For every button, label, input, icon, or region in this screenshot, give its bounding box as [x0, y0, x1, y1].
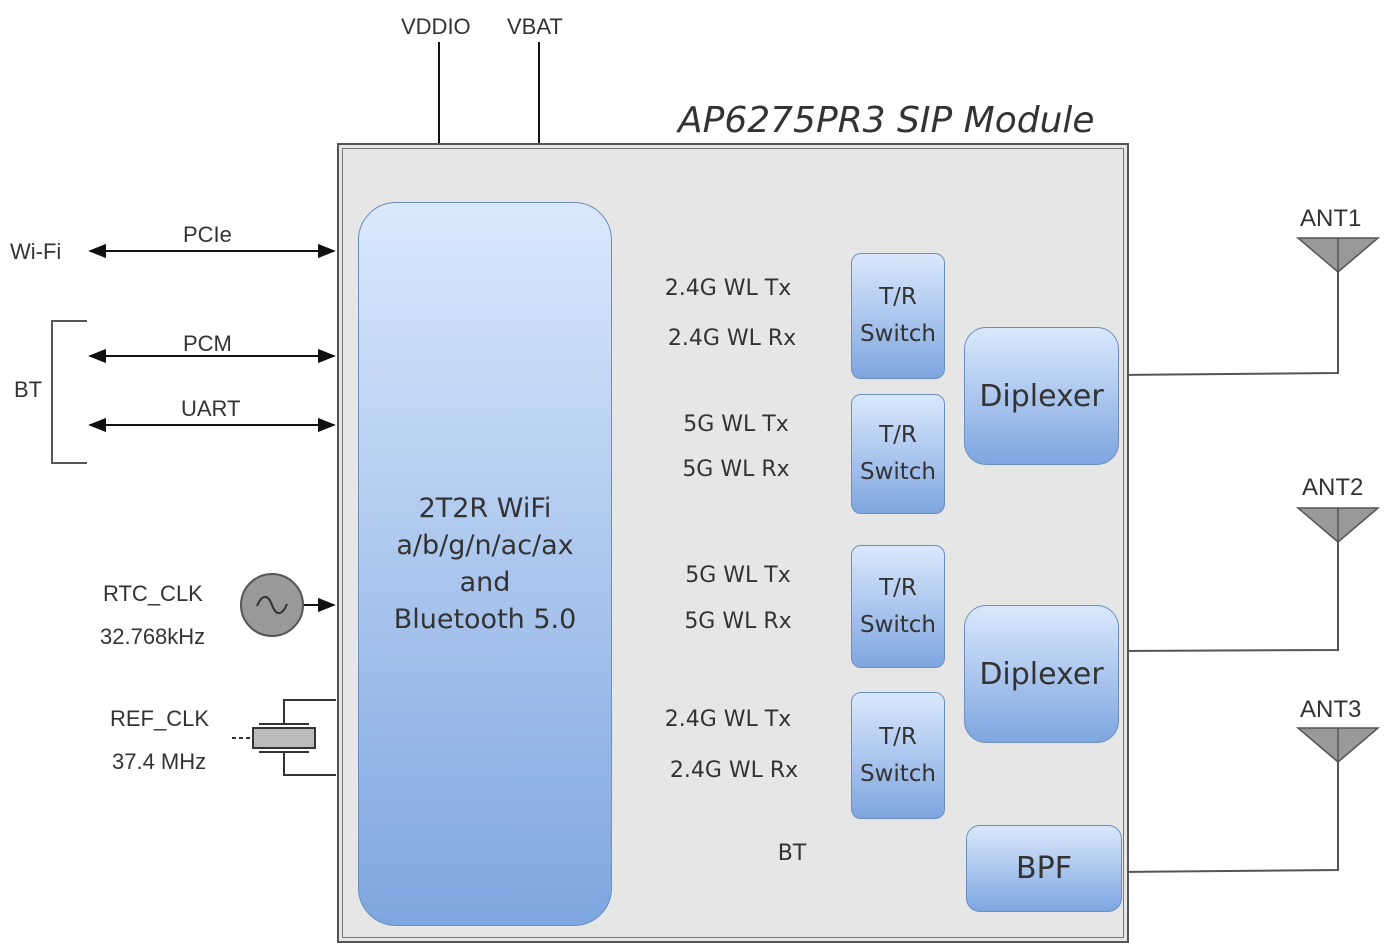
tr-switch-3: T/R Switch — [851, 545, 945, 668]
vbat-label: VBAT — [507, 14, 563, 39]
switch-label-top: T/R — [879, 422, 917, 448]
signal-label: 5G WL Tx — [685, 563, 791, 588]
bt-host-label: BT — [14, 377, 43, 402]
ant3-label: ANT3 — [1300, 696, 1362, 723]
crystal-wire-bottom — [283, 752, 336, 776]
ant2-label: ANT2 — [1302, 474, 1364, 501]
chip-line-4: Bluetooth 5.0 — [393, 604, 577, 635]
pcm-label: PCM — [183, 331, 232, 356]
signal-label: 2.4G WL Rx — [667, 326, 797, 351]
ant2-feed — [1118, 540, 1339, 652]
uart-label: UART — [181, 396, 241, 421]
switch-label-top: T/R — [879, 574, 917, 601]
diplexer-2: Diplexer — [964, 605, 1119, 743]
crystal-icon — [252, 727, 316, 749]
signal-label: 2.4G WL Tx — [664, 276, 792, 301]
sine-wave-icon — [256, 595, 288, 615]
chip-line-1: 2T2R WiFi — [418, 493, 552, 524]
signal-label: 5G WL Tx — [683, 412, 789, 437]
rtc-freq-label: 32.768kHz — [100, 624, 206, 649]
switch-label-bottom: Switch — [859, 760, 937, 787]
bpf-block: BPF — [966, 825, 1122, 912]
ref-clk-label: REF_CLK — [110, 706, 210, 731]
signal-label: 2.4G WL Tx — [664, 707, 792, 732]
ant1-feed — [1118, 270, 1339, 376]
chip-line-3: and — [459, 567, 511, 598]
switch-label-bottom: Switch — [859, 611, 937, 638]
switch-label-top: T/R — [879, 284, 917, 310]
tr-switch-4: T/R Switch — [851, 692, 945, 819]
ref-freq-label: 37.4 MHz — [112, 749, 207, 774]
bt-bracket — [51, 320, 87, 464]
signal-label: 2.4G WL Rx — [669, 758, 799, 783]
signal-label: 5G WL Rx — [682, 457, 790, 482]
switch-label-bottom: Switch — [859, 459, 937, 485]
module-title: AP6275PR3 SIP Module — [678, 100, 1095, 141]
vddio-label: VDDIO — [401, 14, 471, 39]
wifi-bt-chip: 2T2R WiFi a/b/g/n/ac/ax and Bluetooth 5.… — [358, 202, 612, 926]
signal-label: BT — [777, 841, 807, 866]
chip-line-2: a/b/g/n/ac/ax — [396, 530, 574, 561]
wifi-label: Wi-Fi — [10, 239, 62, 264]
switch-label-top: T/R — [879, 723, 917, 750]
rtc-clk-label: RTC_CLK — [103, 581, 203, 606]
ant1-label: ANT1 — [1300, 205, 1362, 232]
tr-switch-2: T/R Switch — [851, 394, 945, 514]
crystal-wire-top — [283, 699, 336, 724]
diplexer-1: Diplexer — [964, 327, 1119, 465]
signal-label: 5G WL Rx — [684, 609, 792, 634]
switch-label-bottom: Switch — [859, 321, 937, 347]
tr-switch-1: T/R Switch — [851, 253, 945, 379]
pcie-label: PCIe — [183, 222, 232, 247]
ant3-feed — [1121, 760, 1339, 873]
